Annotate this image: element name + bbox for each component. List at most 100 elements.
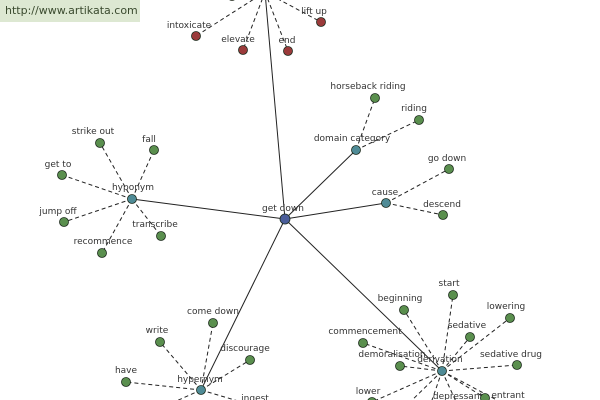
term-label-have: have xyxy=(115,366,138,376)
relation-label-derivation: derivation xyxy=(417,355,463,365)
edge-hyponym-4 xyxy=(101,198,133,254)
edge-derivation-9 xyxy=(441,370,498,400)
term-label-depressant: depressant xyxy=(433,392,484,400)
relation-label-hypernym: hypernym xyxy=(177,375,223,385)
relation-label-hyponym: hyponym xyxy=(112,183,154,193)
term-node-derivation-10[interactable] xyxy=(480,393,490,400)
edge-hyponym-3 xyxy=(63,198,133,223)
term-node-end[interactable] xyxy=(283,46,293,56)
edge-derivation-7 xyxy=(375,370,443,400)
relation-node-domain-category[interactable] xyxy=(351,145,361,155)
term-node-commencement[interactable] xyxy=(358,338,368,348)
relation-node-hyponym[interactable] xyxy=(127,194,137,204)
term-label-riding: riding xyxy=(401,104,427,114)
term-node-demoralisation[interactable] xyxy=(395,361,405,371)
relation-label-cause: cause xyxy=(372,188,399,198)
edge-derivation-3 xyxy=(441,336,471,372)
term-label-sedative-drug: sedative drug xyxy=(480,350,542,360)
term-node-jump-off[interactable] xyxy=(59,217,69,227)
term-node-lowering[interactable] xyxy=(505,313,515,323)
term-label-transcribe: transcribe xyxy=(132,220,178,230)
edge-derivation-2 xyxy=(441,317,511,372)
term-node-recommence[interactable] xyxy=(97,248,107,258)
edge-center-antonym xyxy=(265,0,286,220)
term-node-horseback-riding[interactable] xyxy=(370,93,380,103)
term-label-jump-off: jump off xyxy=(38,207,77,217)
edge-center-derivation xyxy=(284,218,443,372)
term-label-intoxicate: intoxicate xyxy=(167,21,212,31)
term-label-write: write xyxy=(146,326,169,336)
term-node-go-down[interactable] xyxy=(444,164,454,174)
term-label-descend: descend xyxy=(423,200,461,210)
term-node-discourage[interactable] xyxy=(245,355,255,365)
term-node-strike-out[interactable] xyxy=(95,138,105,148)
edge-hypernym-1 xyxy=(159,341,202,391)
edge-derivation-0 xyxy=(441,294,454,372)
term-label-beginning: beginning xyxy=(378,294,423,304)
relation-node-hypernym[interactable] xyxy=(196,385,206,395)
term-node-sedative[interactable] xyxy=(465,332,475,342)
term-node-descend[interactable] xyxy=(438,210,448,220)
edge-derivation-5 xyxy=(441,364,518,372)
edges-layer xyxy=(61,0,518,400)
term-node-elevate[interactable] xyxy=(238,45,248,55)
term-label-elevate: elevate xyxy=(221,35,255,45)
center-label: get down xyxy=(262,204,304,214)
edge-hyponym-2 xyxy=(61,174,133,200)
term-label-commencement: commencement xyxy=(328,327,402,337)
term-label-strike-out: strike out xyxy=(72,127,115,137)
term-label-demoralisation: demoralisation xyxy=(358,350,425,360)
edge-antonym-2 xyxy=(242,0,263,51)
term-label-sedative: sedative xyxy=(448,321,487,331)
term-label-entrant: entrant xyxy=(491,391,525,400)
term-label-come-down: come down xyxy=(187,307,239,317)
term-label-ingest: ingest xyxy=(241,394,269,400)
site-url-banner[interactable]: http://www.artikata.com xyxy=(0,0,140,22)
edge-derivation-1 xyxy=(403,309,443,372)
edge-center-domain-category xyxy=(284,149,357,220)
term-label-recommence: recommence xyxy=(74,237,133,247)
edge-hypernym-0 xyxy=(200,322,214,391)
edge-cause-1 xyxy=(385,202,444,216)
edge-antonym-3 xyxy=(278,0,322,23)
term-node-write[interactable] xyxy=(155,337,165,347)
term-label-go-down: go down xyxy=(428,154,466,164)
relation-node-cause[interactable] xyxy=(381,198,391,208)
term-label-start: start xyxy=(439,279,460,289)
term-label-end: end xyxy=(279,36,296,46)
term-node-have[interactable] xyxy=(121,377,131,387)
term-label-lift-up: lift up xyxy=(301,7,327,17)
term-label-lower: lower xyxy=(356,387,381,397)
term-node-beginning[interactable] xyxy=(399,305,409,315)
center-node[interactable] xyxy=(279,213,291,225)
edge-hypernym-4 xyxy=(200,389,237,400)
term-node-fall[interactable] xyxy=(149,145,159,155)
term-label-get-to: get to xyxy=(45,160,72,170)
edge-hypernym-5 xyxy=(177,389,202,400)
term-node-lower[interactable] xyxy=(367,397,377,400)
term-node-come-down[interactable] xyxy=(208,318,218,328)
edge-center-hyponym xyxy=(131,198,286,220)
term-label-discourage: discourage xyxy=(220,344,270,354)
term-node-antonym-0[interactable] xyxy=(228,0,237,1)
edge-derivation-12 xyxy=(411,370,443,400)
term-node-lift-up[interactable] xyxy=(316,17,326,27)
term-node-intoxicate[interactable] xyxy=(191,31,201,41)
edge-antonym-4 xyxy=(267,0,289,52)
edge-cause-0 xyxy=(385,168,450,204)
term-label-fall: fall xyxy=(142,135,156,145)
edge-center-cause xyxy=(284,202,387,220)
edge-hyponym-1 xyxy=(131,149,155,200)
term-node-transcribe[interactable] xyxy=(156,231,166,241)
edge-hyponym-5 xyxy=(131,198,162,237)
relation-node-derivation[interactable] xyxy=(437,366,447,376)
term-node-get-to[interactable] xyxy=(57,170,67,180)
edge-derivation-10 xyxy=(441,370,486,399)
edge-domain-category-0 xyxy=(355,97,376,151)
term-node-riding[interactable] xyxy=(414,115,424,125)
edge-hypernym-3 xyxy=(125,381,202,391)
term-node-sedative-drug[interactable] xyxy=(512,360,522,370)
term-node-start[interactable] xyxy=(448,290,458,300)
